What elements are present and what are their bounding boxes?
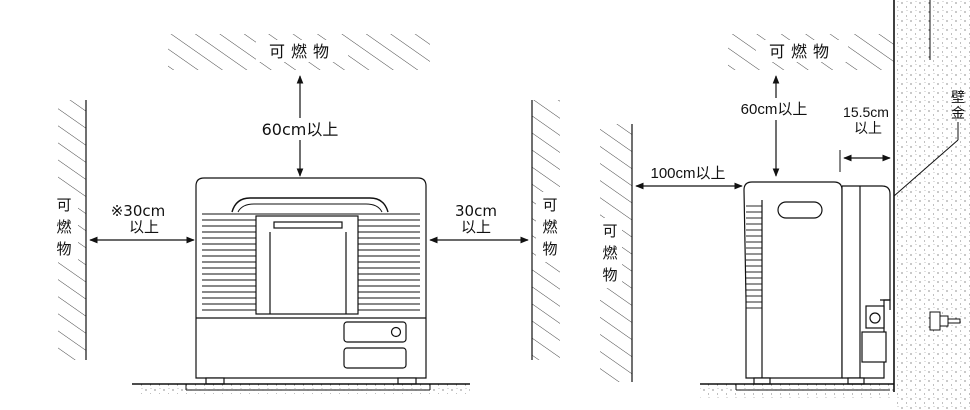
side-view: 可燃物 可 燃 物 60cm以上 100cm以上 15.5c xyxy=(594,0,970,410)
front-left-wall-label-2: 燃 xyxy=(56,218,71,236)
front-right-clearance-label-1: 30cm xyxy=(455,202,497,220)
front-right-wall-label-3: 物 xyxy=(542,240,557,258)
front-left-clearance-label-1: ※30cm xyxy=(111,202,166,220)
front-left-wall-label-3: 物 xyxy=(56,240,71,258)
wall-fitting-label-2: 金 xyxy=(951,106,965,122)
front-right-wall-label-1: 可 xyxy=(542,196,557,214)
front-left-clearance-label-2: 以上 xyxy=(129,218,159,236)
front-right-clearance-label-2: 以上 xyxy=(461,218,491,236)
side-left-wall-combustible: 可 燃 物 xyxy=(594,124,633,382)
side-left-wall-label-3: 物 xyxy=(602,266,617,284)
side-ceiling-label: 可燃物 xyxy=(769,42,835,61)
side-rear-wall xyxy=(893,0,970,410)
front-ceiling-combustible: 可燃物 xyxy=(168,34,430,70)
side-left-wall-label-1: 可 xyxy=(602,222,617,240)
front-top-clearance-label: 60cm以上 xyxy=(262,120,339,139)
front-view: 可燃物 可 燃 物 可 燃 物 60cm以上 ※30cm 以上 xyxy=(50,34,564,394)
side-floor xyxy=(700,383,894,398)
side-rear-clearance-label-1: 15.5cm xyxy=(843,104,889,120)
side-ceiling-combustible: 可燃物 xyxy=(728,34,894,70)
wall-fitting-leader xyxy=(893,139,959,197)
front-floor xyxy=(132,383,470,394)
side-top-clearance-label: 60cm以上 xyxy=(741,101,808,118)
front-left-wall-combustible: 可 燃 物 xyxy=(50,100,87,360)
heater-side-illustration xyxy=(743,181,891,385)
front-left-wall-label-1: 可 xyxy=(56,196,71,214)
side-left-wall-label-2: 燃 xyxy=(602,244,617,262)
side-rear-clearance-label-2: 以上 xyxy=(854,120,882,136)
front-right-wall-combustible: 可 燃 物 xyxy=(531,100,564,360)
front-right-wall-label-2: 燃 xyxy=(542,218,557,236)
heater-front-illustration xyxy=(195,177,427,385)
front-ceiling-label: 可燃物 xyxy=(269,42,335,61)
wall-fitting-label-1: 壁 xyxy=(951,90,965,106)
side-front-clearance-label: 100cm以上 xyxy=(650,165,725,182)
